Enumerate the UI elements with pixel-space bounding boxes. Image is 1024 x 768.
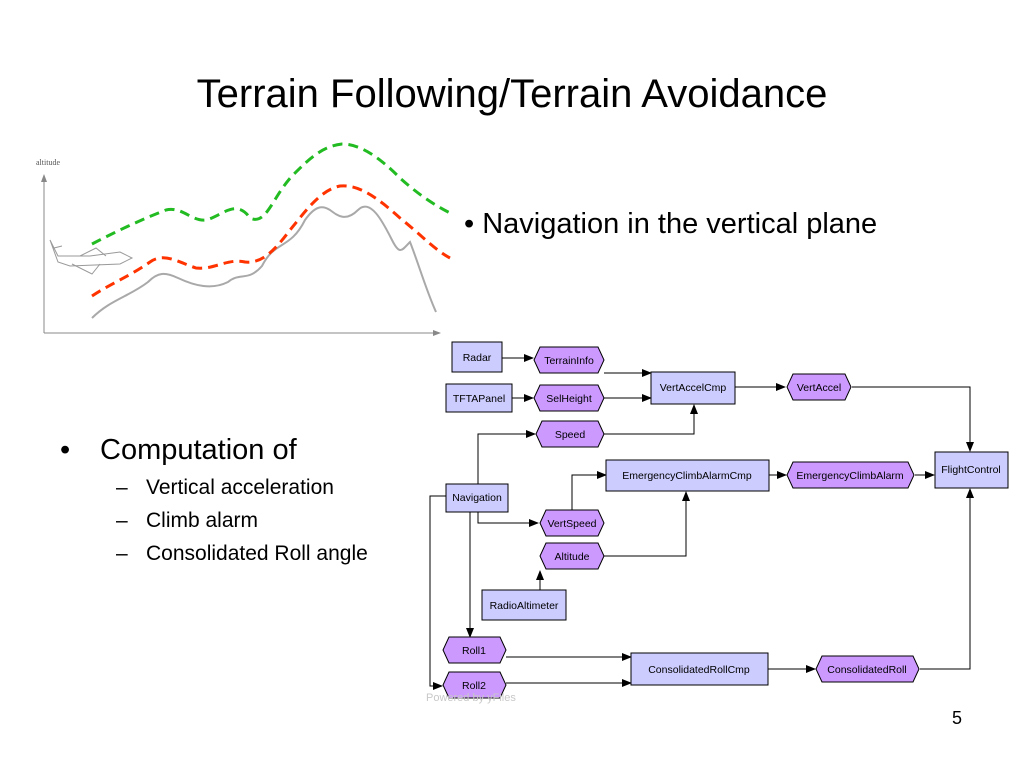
bullet-computation: • Computation of – Vertical acceleration… [60, 434, 368, 566]
sub-bullet-marker: – [116, 542, 128, 565]
edge [477, 430, 536, 484]
consolidatedroll-label: ConsolidatedRoll [827, 664, 906, 676]
emergencyclimbalarm-label: EmergencyClimbAlarm [796, 470, 904, 482]
roll1-node [442, 636, 507, 664]
speed-label: Speed [555, 429, 586, 441]
edge [852, 386, 974, 452]
consolidatedroll-node [815, 655, 920, 683]
altitude-node [539, 542, 605, 570]
edge [604, 491, 690, 557]
terraininfo-label: TerrainInfo [544, 355, 594, 367]
sub-bullet-marker: – [116, 509, 128, 532]
vertaccelcmp-label: VertAccelCmp [660, 382, 727, 394]
bullet-marker: • [60, 434, 71, 466]
navigation-label: Navigation [452, 492, 502, 504]
speed-node [535, 420, 605, 448]
emergencyclimbalarmcmp-box [605, 459, 770, 492]
vertspeed-label: VertSpeed [547, 518, 596, 530]
radioaltimeter-label: RadioAltimeter [490, 600, 559, 612]
roll2-node [442, 671, 507, 699]
sub-bullet: – Climb alarm [116, 509, 368, 533]
altitude-axis-label: altitude [36, 158, 60, 167]
navigation-box [445, 483, 509, 513]
emergencyclimbalarm-node [786, 461, 915, 489]
flightcontrol-label: FlightControl [941, 464, 1001, 476]
radar-label: Radar [463, 352, 492, 364]
sub-bullet-text: Climb alarm [146, 509, 259, 532]
edge [429, 495, 447, 690]
flightcontrol-box [934, 451, 1009, 489]
vertspeed-node [539, 509, 605, 537]
diagram-edges [429, 354, 974, 690]
terrain-profile [91, 205, 437, 319]
terraininfo-node [533, 346, 605, 374]
sub-bullet-text: Vertical acceleration [146, 476, 334, 499]
edge [604, 404, 698, 435]
airplane-icon [49, 239, 134, 275]
avoidance-path [91, 184, 451, 298]
sub-bullet-text: Consolidated Roll angle [146, 542, 368, 565]
slide-title: Terrain Following/Terrain Avoidance [196, 72, 828, 116]
edge [920, 488, 974, 670]
selheight-label: SelHeight [546, 393, 592, 405]
vertaccelcmp-box [650, 371, 736, 405]
edge [477, 512, 539, 527]
bullet-navigation: • Navigation in the vertical plane [464, 208, 878, 240]
edge [571, 471, 607, 510]
computation-label: Computation of [100, 434, 297, 466]
roll2-label: Roll2 [462, 680, 486, 692]
tftapanel-label: TFTAPanel [453, 393, 505, 405]
yfiles-watermark: Powered by yFiles [426, 692, 516, 704]
altitude-label: Altitude [554, 551, 589, 563]
roll1-label: Roll1 [462, 645, 486, 657]
vertaccel-label: VertAccel [797, 382, 841, 394]
radioaltimeter-box [481, 589, 567, 621]
tftapanel-box [445, 383, 513, 413]
sub-bullet: – Vertical acceleration [116, 476, 368, 500]
emergencyclimbalarmcmp-label: EmergencyClimbAlarmCmp [622, 470, 752, 482]
radar-box [451, 341, 503, 373]
following-path [91, 142, 453, 246]
consolidatedrollcmp-label: ConsolidatedRollCmp [648, 664, 750, 676]
consolidatedrollcmp-box [630, 652, 769, 686]
selheight-node [533, 384, 605, 412]
sub-bullet-marker: – [116, 476, 128, 499]
page-number: 5 [951, 708, 962, 728]
sub-bullet: – Consolidated Roll angle [116, 542, 368, 566]
vertaccel-node [786, 373, 852, 401]
